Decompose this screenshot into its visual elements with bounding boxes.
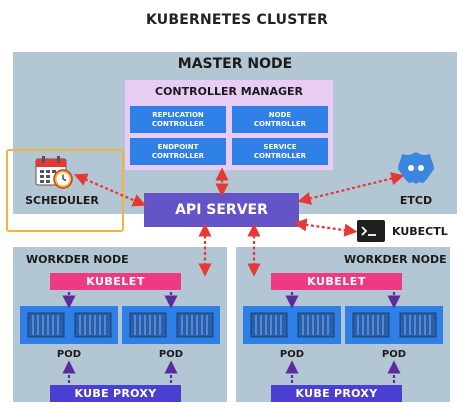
endpoint-controller-line2: CONTROLLER [151,151,205,160]
service-controller-line2: CONTROLLER [253,151,307,160]
diagram-title: KUBERNETES CLUSTER [146,12,328,28]
etcd-label: ETCD [399,194,433,207]
api-server: API SERVER [144,193,299,227]
worker-node-2-label: WORKDER NODE [344,253,447,266]
kubectl-label: KUBECTL [392,225,448,238]
worker-1-pod-1-label: POD [56,349,82,360]
master-node-label: MASTER NODE [177,56,293,72]
worker-1-kube-proxy: KUBE PROXY [50,385,181,402]
worker-2-pod-2-label: POD [381,349,407,360]
worker-2-pod-1-label: POD [279,349,305,360]
worker-1-pod-2-label: POD [158,349,184,360]
worker-1-kubelet: KUBELET [50,273,181,290]
replication-controller-line2: CONTROLLER [151,119,205,128]
terminal-icon [357,220,385,242]
worker-node-1-label: WORKDER NODE [26,253,129,266]
etcd-icon [398,152,434,184]
endpoint-controller-line1: ENDPOINT [157,142,199,151]
calendar-clock-icon [35,156,73,189]
api-kubectl-arrow [293,218,358,237]
replication-controller-line1: REPLICATION [152,110,204,119]
worker-2-kube-proxy: KUBE PROXY [271,385,402,402]
service-controller-line1: SERVICE [263,142,297,151]
api-etcd-arrow [297,172,405,205]
controller-manager-label: CONTROLLER MANAGER [155,85,303,98]
node-controller-line2: CONTROLLER [253,119,307,128]
node-controller-line1: NODE [268,110,292,119]
scheduler-api-arrow [73,173,147,207]
container-icons [27,312,437,338]
worker-2-kubelet: KUBELET [271,273,402,290]
